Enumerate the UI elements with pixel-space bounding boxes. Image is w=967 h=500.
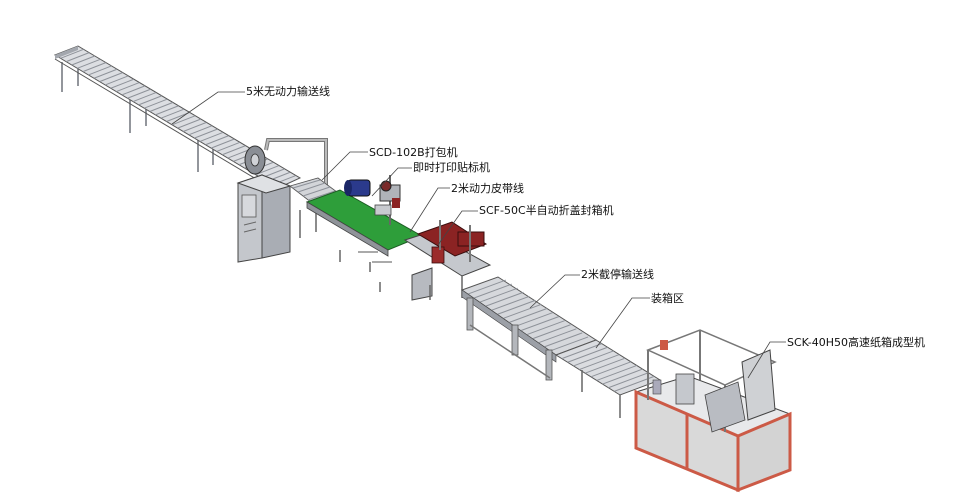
roller	[544, 332, 583, 348]
roller	[584, 357, 626, 374]
roller	[65, 52, 90, 63]
label-belt-line: 2米动力皮带线	[451, 182, 524, 195]
roller	[183, 122, 207, 132]
roller	[155, 105, 179, 116]
roller	[579, 354, 620, 371]
roller	[121, 85, 146, 96]
roller	[222, 145, 246, 156]
roller	[514, 312, 554, 328]
roller	[549, 336, 589, 352]
roller	[467, 279, 507, 295]
roller	[227, 148, 252, 159]
roller	[93, 68, 118, 79]
roller	[491, 295, 530, 311]
roller	[508, 308, 548, 323]
roller	[473, 283, 512, 299]
roller	[127, 88, 151, 99]
roller	[485, 291, 524, 307]
roller	[144, 98, 168, 109]
roller	[526, 320, 565, 336]
roller	[116, 82, 140, 93]
roller	[479, 287, 518, 303]
roller	[188, 125, 212, 136]
roller	[216, 141, 240, 152]
roller	[205, 135, 229, 146]
roller	[110, 78, 134, 89]
label-packing-area: 装箱区	[651, 292, 684, 305]
leader-lines	[171, 91, 786, 379]
roller	[210, 138, 235, 149]
roller	[71, 55, 95, 66]
roller	[171, 115, 196, 126]
roller	[538, 328, 577, 344]
roller	[602, 368, 643, 385]
roller	[596, 364, 637, 381]
roller	[82, 62, 107, 73]
label-strapping-machine: SCD-102B打包机	[369, 146, 458, 159]
roller	[590, 361, 632, 378]
roller	[255, 165, 279, 176]
roller	[608, 372, 649, 389]
roller	[561, 343, 602, 360]
roller	[77, 58, 101, 69]
roller	[166, 112, 190, 122]
roller	[60, 48, 84, 59]
roller-conveyor-5m	[53, 45, 302, 193]
label-case-sealer: SCF-50C半自动折盖封箱机	[479, 204, 614, 217]
stop-conveyor-2m	[460, 276, 598, 381]
roller	[132, 92, 157, 103]
roller	[88, 65, 112, 76]
label-stop-conveyor: 2米截停输送线	[581, 268, 654, 281]
case-sealer	[403, 220, 492, 301]
belt-conveyor-2m	[305, 179, 424, 292]
label-case-erector: SCK-40H50高速纸箱成型机	[787, 336, 925, 349]
strapping-machine	[236, 138, 346, 263]
roller	[520, 316, 559, 332]
roller	[502, 303, 542, 319]
roller	[532, 324, 571, 340]
label-label-printer: 即时打印贴标机	[413, 161, 490, 174]
roller	[104, 75, 129, 86]
roller	[199, 131, 224, 142]
roller	[177, 118, 201, 129]
roller	[160, 108, 185, 119]
roller	[497, 299, 536, 315]
roller	[138, 95, 162, 106]
roller	[194, 128, 218, 139]
roller	[99, 72, 123, 83]
roller	[567, 346, 608, 363]
label-roller-line: 5米无动力输送线	[246, 85, 330, 98]
roller	[149, 102, 173, 112]
case-erector	[634, 329, 792, 493]
roller	[573, 350, 614, 367]
